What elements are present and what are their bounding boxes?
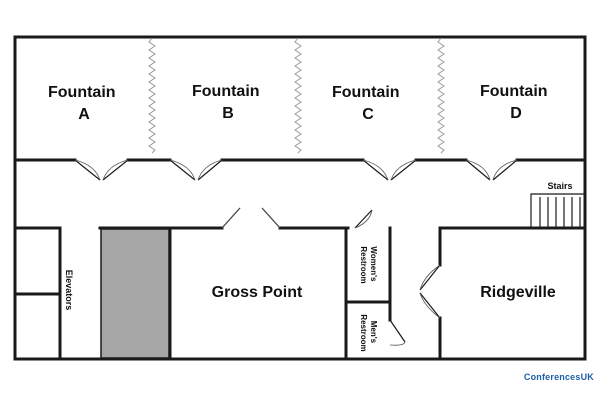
fountain-a-label: Fountain A	[48, 84, 120, 123]
elevators-label: Elevators	[64, 270, 74, 311]
womens-restroom-door	[354, 209, 373, 229]
ridgeville-label: Ridgeville	[480, 284, 556, 301]
mens-restroom-label: Men's Restroom	[359, 314, 378, 351]
lower-walls	[13, 226, 587, 361]
womens-restroom-label: Women's Restroom	[359, 246, 378, 283]
stairs-label: Stairs	[547, 181, 572, 191]
building-outline	[13, 35, 587, 361]
stairs	[530, 193, 585, 228]
conferences-uk-logo: ConferencesUK	[523, 372, 594, 382]
fountain-d-label: Fountain D	[480, 83, 552, 122]
service-core	[100, 228, 170, 359]
fountain-c-label: Fountain C	[332, 84, 404, 123]
movable-partitions	[148, 37, 445, 154]
ridgeville-doors	[419, 264, 441, 319]
fountain-doors	[74, 159, 518, 181]
gross-point-label: Gross Point	[212, 284, 303, 301]
mens-restroom-door	[389, 319, 406, 346]
gross-point-doors	[221, 207, 281, 229]
fountain-b-label: Fountain B	[192, 83, 264, 122]
